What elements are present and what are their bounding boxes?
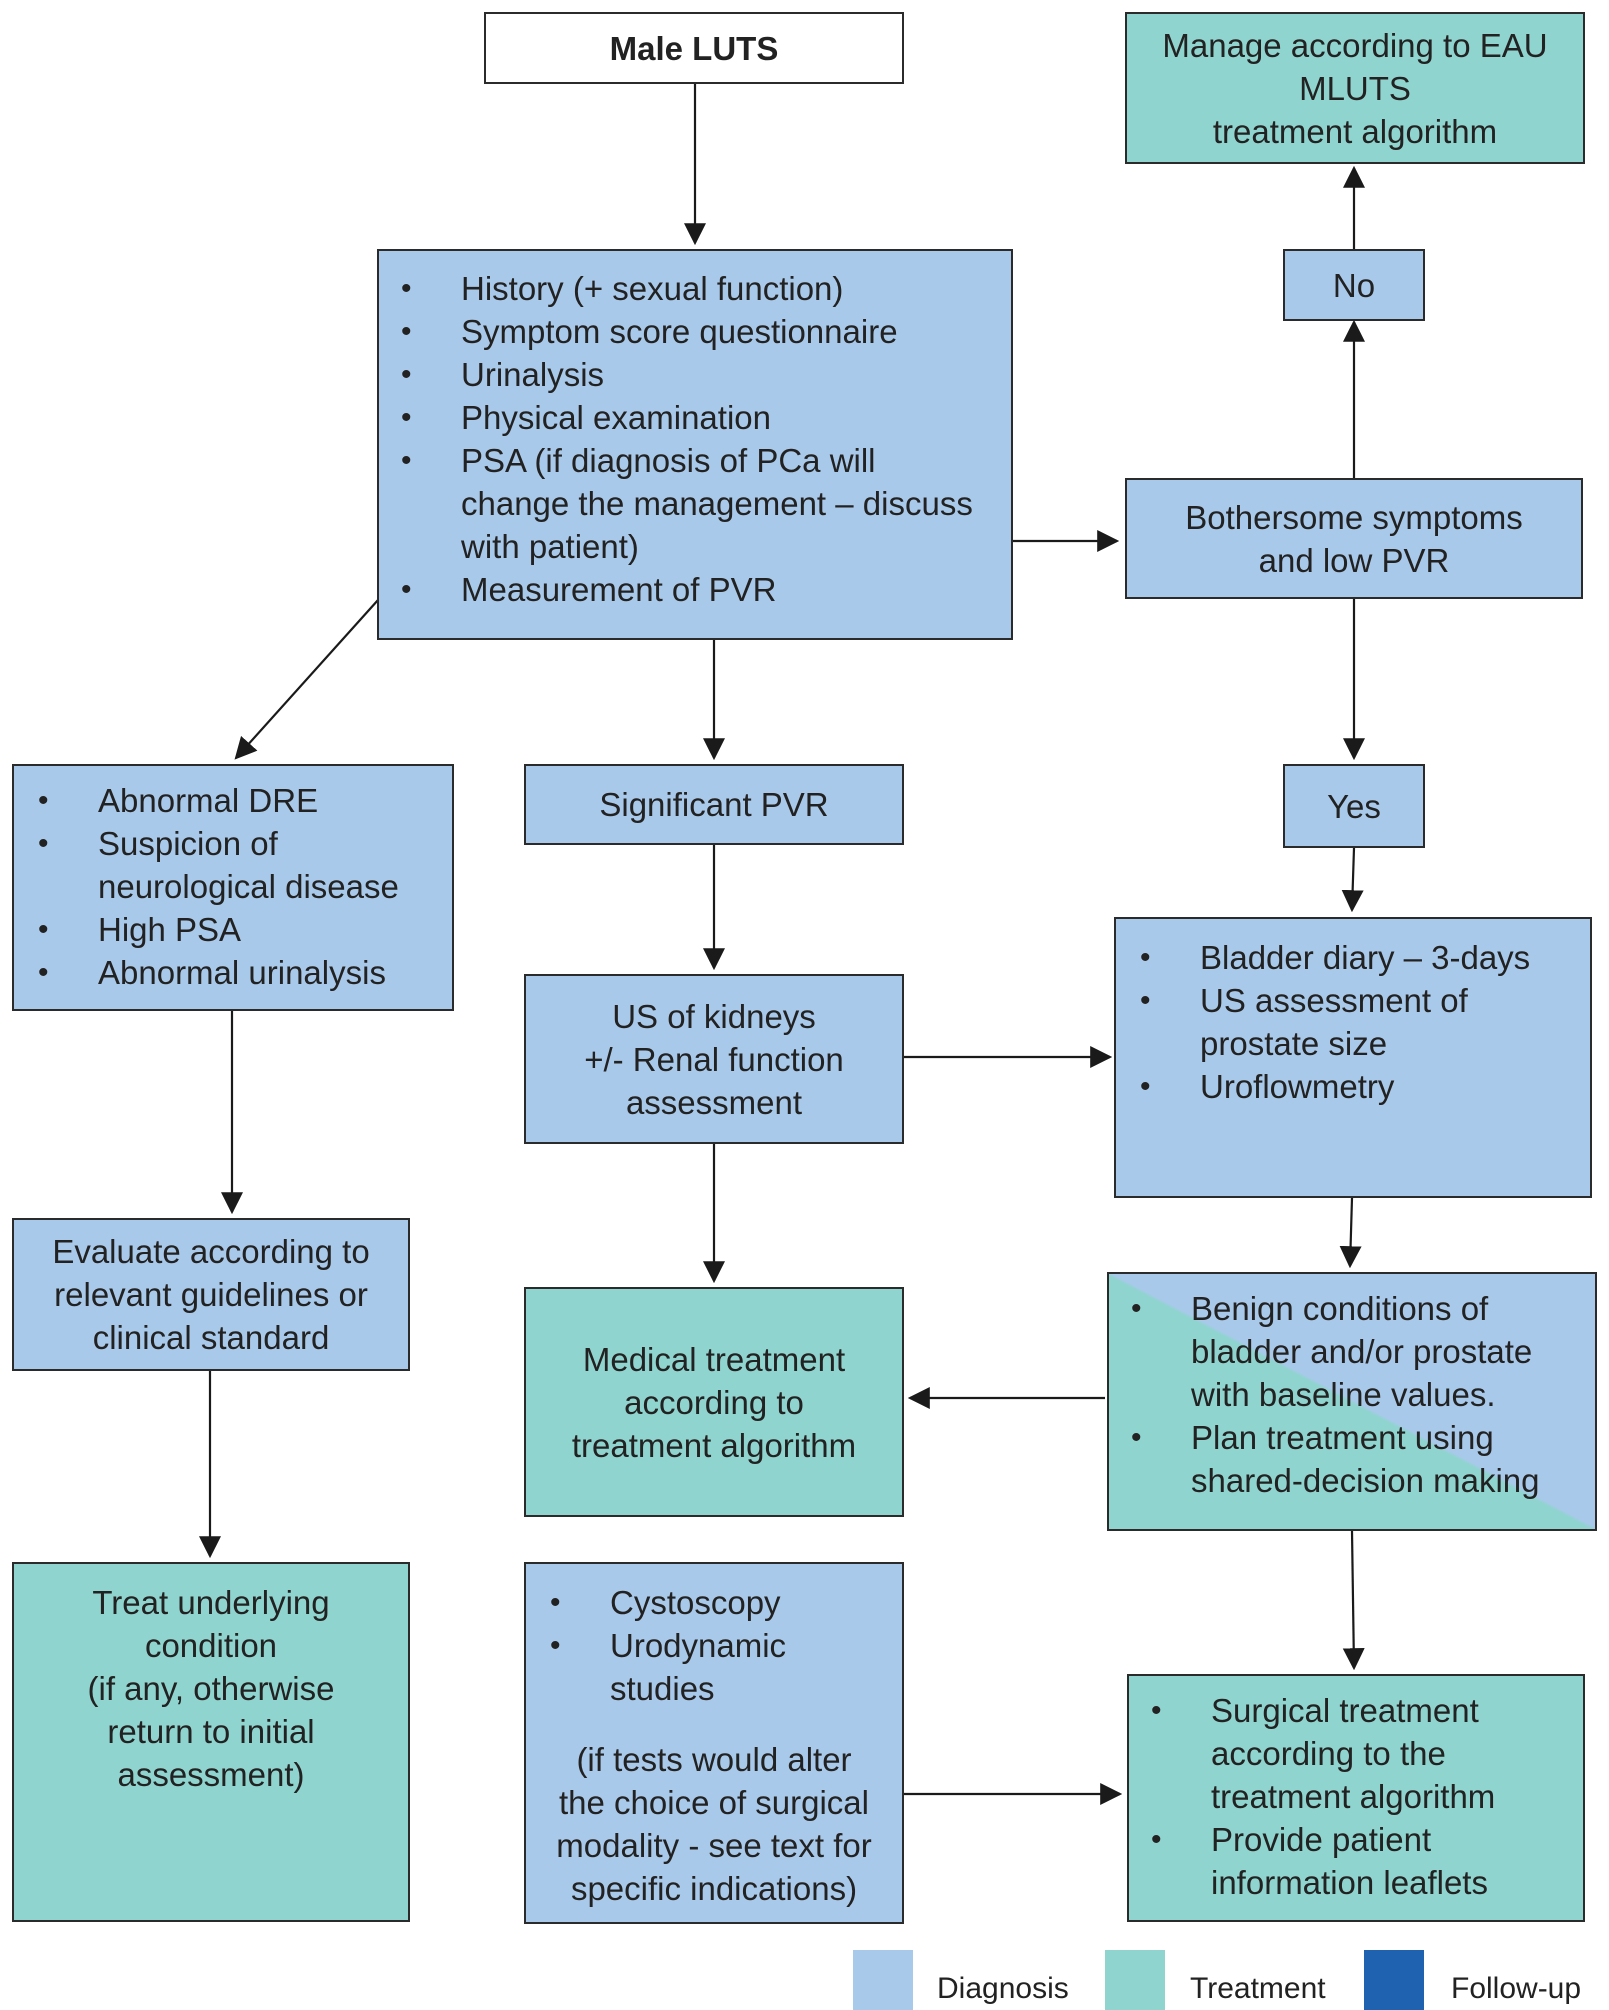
node-yes-label: Yes [1327,787,1381,825]
assessment-item: Symptom score questionnaire [401,310,991,353]
node-treat-line: Treat underlying [92,1584,330,1621]
legend-swatch-treatment [1105,1950,1165,2010]
node-male-luts: Male LUTS [484,12,904,84]
arrow-bladder-diary-to-benign [1339,1197,1362,1269]
surgical-list: Surgical treatment according to the trea… [1151,1689,1571,1904]
node-significant-pvr: Significant PVR [524,764,904,845]
cystoscopy-item: Cystoscopy [550,1581,892,1624]
abnormal-item: Abnormal DRE [38,779,438,822]
node-yes: Yes [1283,764,1425,848]
arrow-benign-to-surgical [1342,1530,1365,1671]
legend-label-diagnosis: Diagnosis [937,1972,1069,2005]
surgical-item: Surgical treatment according to the trea… [1151,1689,1571,1818]
assessment-item: PSA (if diagnosis of PCa will change the… [401,439,991,568]
cystoscopy-note-line: modality - see text for [556,1827,872,1864]
node-surgical-treatment: Surgical treatment according to the trea… [1127,1674,1585,1922]
assessment-item: Physical examination [401,396,991,439]
legend-swatch-follow-up [1364,1950,1424,2010]
node-us-line: US of kidneys [612,997,816,1035]
node-significant-pvr-label: Significant PVR [599,786,829,823]
legend-label-follow-up: Follow-up [1451,1972,1582,2005]
cystoscopy-note: (if tests would alter the choice of surg… [526,1738,902,1910]
node-benign-conditions: Benign conditions of bladder and/or pros… [1107,1272,1597,1531]
cystoscopy-note-line: specific indications) [570,1870,858,1907]
node-medical-line: Medical treatment [582,1340,846,1378]
bladder-diary-item: Bladder diary – 3-days [1140,936,1576,979]
node-evaluate-line: relevant guidelines or [54,1276,368,1313]
arrow-assessment-to-abnormal [234,599,379,760]
node-treat-line: condition [144,1627,278,1664]
abnormal-item: High PSA [38,908,438,951]
node-eau-line: MLUTS [1299,69,1411,107]
node-no: No [1283,249,1425,321]
legend-label-treatment: Treatment [1190,1972,1326,2005]
surgical-item: Provide patient information leaflets [1151,1818,1571,1904]
node-treat-line: return to initial [107,1713,315,1750]
node-initial-assessment: History (+ sexual function) Symptom scor… [377,249,1013,640]
abnormal-item: Abnormal urinalysis [38,951,438,994]
node-evaluate-line: Evaluate according to [52,1233,370,1270]
cystoscopy-list: Cystoscopy Urodynamic studies [550,1581,892,1710]
bladder-diary-item: Uroflowmetry [1140,1065,1576,1108]
bladder-diary-list: Bladder diary – 3-days US assessment of … [1140,936,1576,1108]
node-us-kidneys: US of kidneys +/- Renal function assessm… [524,974,904,1144]
node-medical-line: treatment algorithm [571,1426,857,1464]
legend-swatch-diagnosis [853,1950,913,2010]
node-evaluate-line: clinical standard [92,1319,330,1356]
node-eau-line: Manage according to EAU [1162,26,1548,64]
node-us-line: assessment [625,1083,803,1121]
cystoscopy-note-line: the choice of surgical [558,1784,869,1821]
node-bothersome-symptoms: Bothersome symptoms and low PVR [1125,478,1583,599]
benign-item: Benign conditions of bladder and/or pros… [1131,1287,1583,1416]
node-treat-underlying: Treat underlying condition (if any, othe… [12,1562,410,1922]
assessment-item: Measurement of PVR [401,568,991,611]
cystoscopy-item: Urodynamic studies [550,1624,892,1710]
abnormal-list: Abnormal DRE Suspicion of neurological d… [38,779,438,994]
node-medical-line: according to [624,1383,804,1421]
node-treat-line: (if any, otherwise [87,1670,335,1707]
cystoscopy-note-line: (if tests would alter [576,1741,852,1778]
node-bladder-diary: Bladder diary – 3-days US assessment of … [1114,917,1592,1198]
assessment-list: History (+ sexual function) Symptom scor… [401,267,991,611]
node-abnormal-findings: Abnormal DRE Suspicion of neurological d… [12,764,454,1011]
node-medical-treatment: Medical treatment according to treatment… [524,1287,904,1517]
node-no-label: No [1332,266,1376,304]
abnormal-item: Suspicion of neurological disease [38,822,438,908]
benign-list: Benign conditions of bladder and/or pros… [1131,1287,1583,1502]
node-bothersome-line: Bothersome symptoms [1185,498,1523,536]
node-male-luts-label: Male LUTS [609,29,779,67]
node-evaluate-guidelines: Evaluate according to relevant guideline… [12,1218,410,1371]
node-cystoscopy: Cystoscopy Urodynamic studies [524,1562,904,1924]
assessment-item: Urinalysis [401,353,991,396]
node-eau-manage: Manage according to EAU MLUTS treatment … [1125,12,1585,164]
node-bothersome-line: and low PVR [1258,541,1450,579]
benign-item: Plan treatment using shared-decision mak… [1131,1416,1583,1502]
node-eau-line: treatment algorithm [1212,112,1498,150]
node-us-line: +/- Renal function [584,1040,844,1078]
bladder-diary-item: US assessment of prostate size [1140,979,1576,1065]
arrow-yes-to-bladder-diary [1341,847,1364,913]
assessment-item: History (+ sexual function) [401,267,991,310]
node-treat-line: assessment) [117,1756,305,1793]
